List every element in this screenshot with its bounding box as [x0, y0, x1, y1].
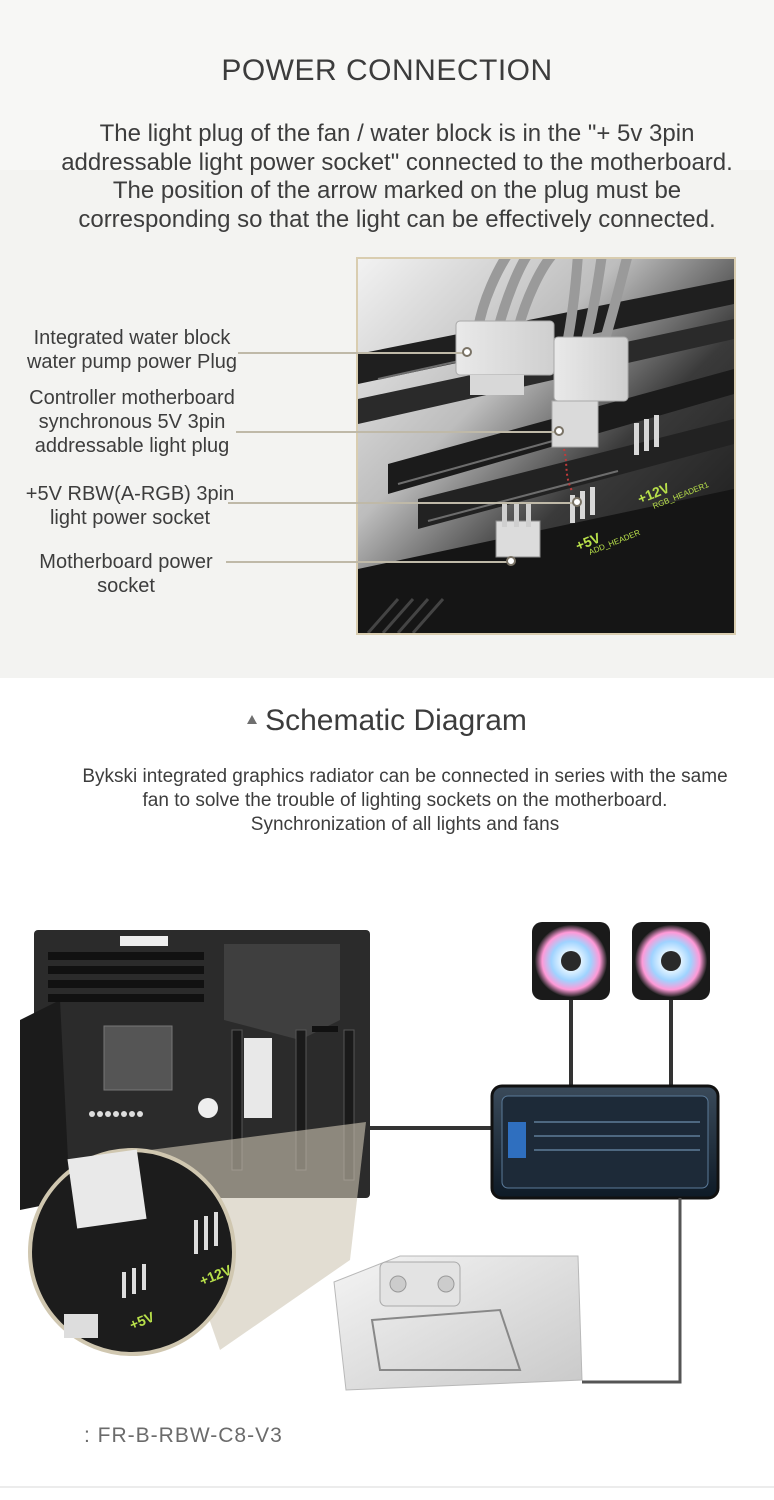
callout-marker: [554, 426, 564, 436]
callout-connector: [226, 561, 510, 563]
callout-line-text: +5V RBW(A-RGB) 3pin: [25, 483, 235, 505]
callout-connector: [228, 502, 576, 504]
desc-line: fan to solve the trouble of lighting soc…: [142, 790, 668, 811]
desc-line: Synchronization of all lights and fans: [250, 814, 560, 835]
model-number: : FR-B-RBW-C8-V3: [84, 1424, 283, 1447]
callout-sync-plug: Controller motherboard synchronous 5V 3p…: [12, 386, 252, 458]
motherboard: [20, 930, 370, 1210]
gpu-water-block: [333, 1255, 583, 1391]
callout-connector: [238, 352, 466, 354]
callout-marker: [462, 347, 472, 357]
schematic-title-text: Schematic Diagram: [265, 704, 527, 737]
callout-marker: [506, 556, 516, 566]
intro-line: The light plug of the fan / water block …: [99, 120, 695, 147]
callout-line-text: Integrated water block: [33, 327, 231, 349]
callout-connector: [236, 431, 558, 433]
plugs: [455, 320, 629, 448]
intro-line: The position of the arrow marked on the …: [112, 177, 682, 204]
power-intro-text: The light plug of the fan / water block …: [40, 120, 754, 234]
callout-line-text: light power socket: [49, 507, 211, 529]
power-connection-title: POWER CONNECTION: [221, 54, 553, 87]
controller-hub: [490, 1084, 720, 1200]
callout-pump-plug: Integrated water block water pump power …: [18, 326, 246, 374]
connector-photo-illustration: +5V ADD_HEADER +12V RGB_HEADER1: [358, 259, 734, 633]
schematic-description: Bykski integrated graphics radiator can …: [40, 765, 770, 837]
callout-line-text: addressable light plug: [34, 435, 230, 457]
divider: [0, 1486, 774, 1488]
fan-right: [632, 922, 710, 1000]
schematic-diagram: +5V +12V: [0, 900, 774, 1420]
callout-line-text: water pump power Plug: [26, 351, 238, 373]
desc-line: Bykski integrated graphics radiator can …: [82, 766, 728, 787]
callout-rgb-socket: +5V RBW(A-RGB) 3pin light power socket: [18, 482, 242, 530]
callout-marker: [572, 497, 582, 507]
power-socket: [495, 503, 541, 558]
callout-power-socket: Motherboard power socket: [24, 550, 228, 598]
callout-line-text: Motherboard power: [39, 551, 213, 573]
schematic-title: Schematic Diagram: [0, 704, 774, 738]
intro-line: corresponding so that the light can be e…: [78, 205, 716, 233]
schematic-illustration: +5V +12V: [20, 922, 720, 1391]
triangle-up-icon: [247, 714, 258, 724]
fan-left: [532, 922, 610, 1000]
zoom-inset: +5V +12V: [28, 1122, 366, 1356]
callout-line-text: socket: [97, 575, 155, 597]
top-strip: [0, 0, 774, 170]
header-pins: [570, 415, 659, 523]
callout-line-text: Controller motherboard: [29, 387, 235, 409]
callout-line-text: synchronous 5V 3pin: [38, 411, 226, 433]
connector-photo: +5V ADD_HEADER +12V RGB_HEADER1: [356, 257, 736, 635]
intro-line: addressable light power socket" connecte…: [61, 148, 733, 176]
cable: [582, 1198, 682, 1384]
